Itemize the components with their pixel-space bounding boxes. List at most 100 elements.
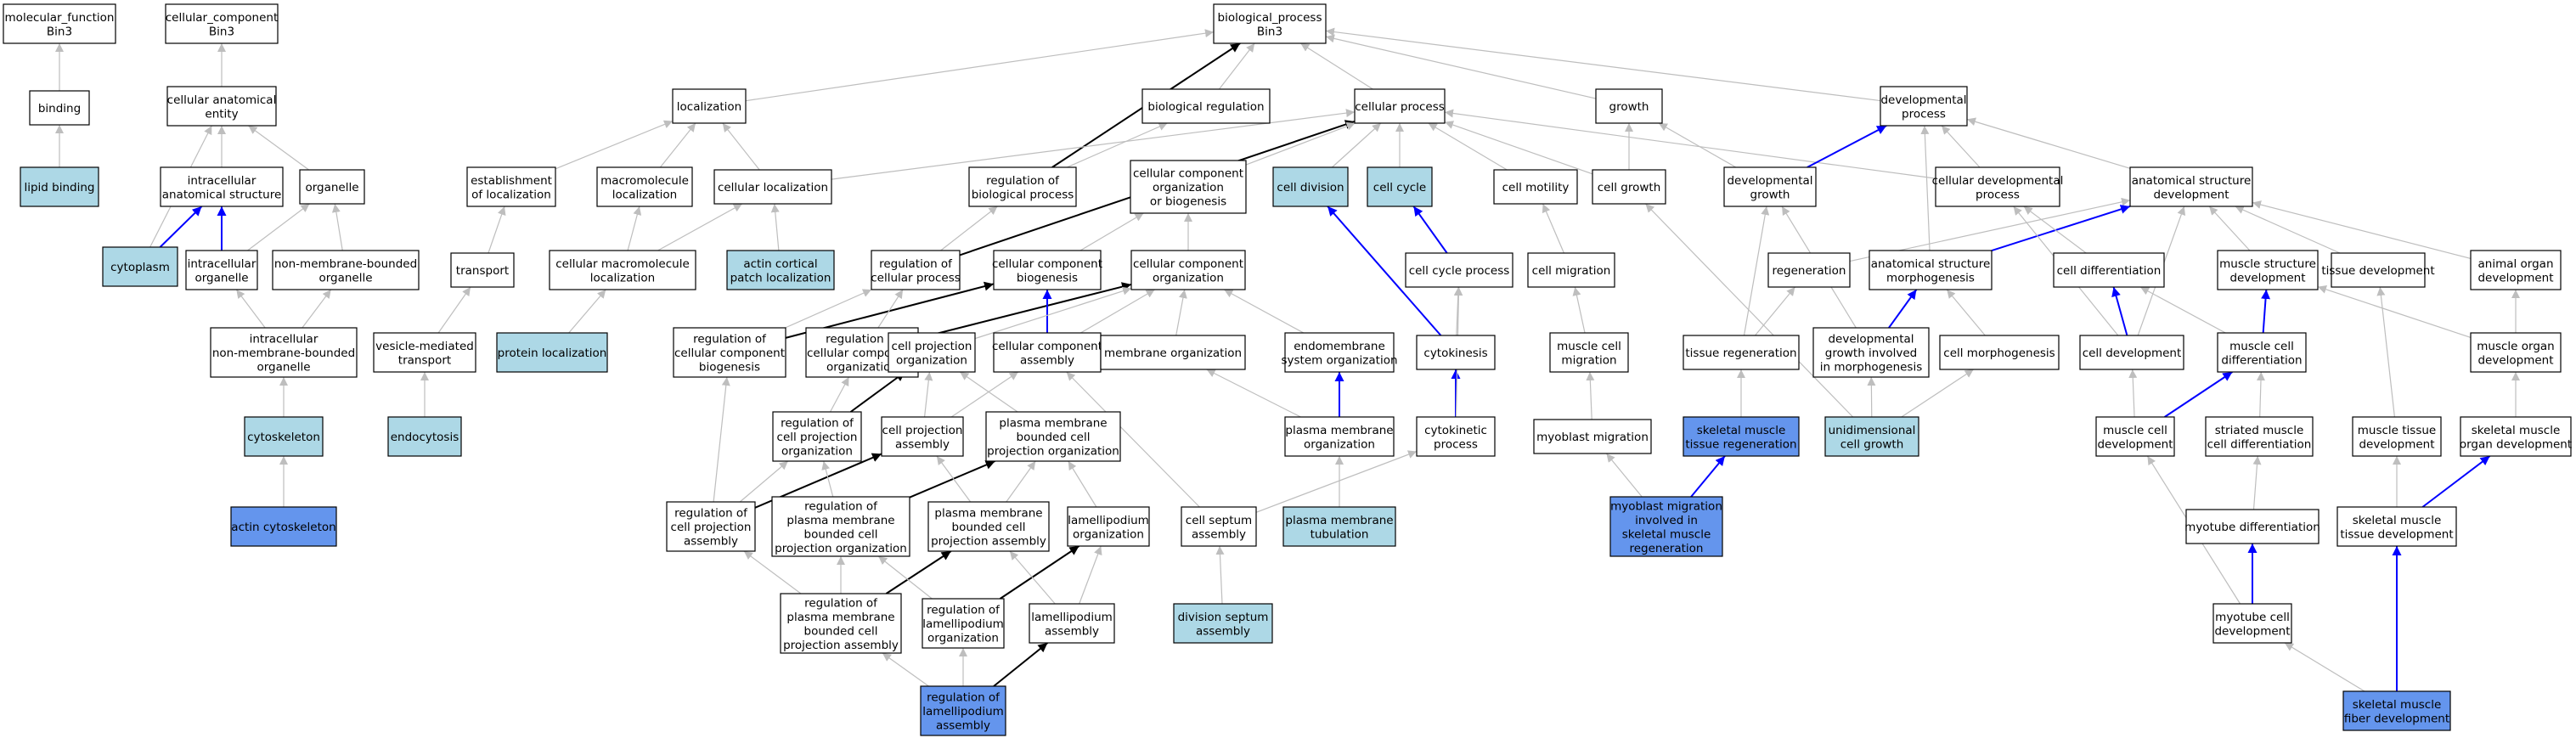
node-organelle[interactable]: organelle [299,169,365,205]
node-cell_loc[interactable]: cellular localization [713,169,832,205]
node-transport[interactable]: transport [450,252,515,288]
node-label-line: muscle cell [1557,340,1621,353]
node-bio_reg[interactable]: biological regulation [1141,88,1271,124]
node-cell_cycle[interactable]: cell cycle [1367,166,1433,207]
node-lipid_binding[interactable]: lipid binding [20,166,99,207]
node-cell_mig[interactable]: cell migration [1527,252,1615,288]
node-inmbo[interactable]: intracellularnon-membrane-boundedorganel… [210,327,358,378]
node-cell_morph[interactable]: cell morphogenesis [1939,335,2060,370]
node-mem_org[interactable]: membrane organization [1100,335,1246,370]
node-box [1284,332,1395,373]
node-ccp[interactable]: cell cycle process [1405,252,1513,288]
node-myotube_diff[interactable]: myotube differentiation [2184,509,2320,544]
node-label-line: lipid binding [24,181,94,194]
node-cell_diff[interactable]: cell differentiation [2053,252,2165,288]
node-label-line: biological regulation [1147,100,1264,114]
node-tissue_regen[interactable]: tissue regeneration [1683,335,1800,370]
node-actin_cytoskeleton[interactable]: actin cytoskeleton [230,506,337,547]
node-cytoplasm[interactable]: cytoplasm [102,246,178,287]
node-cell_mot[interactable]: cell motility [1493,169,1578,205]
node-myo_mig[interactable]: myoblast migration [1533,419,1652,454]
node-cytokinesis[interactable]: cytokinesis [1416,335,1496,370]
node-box [210,327,358,378]
node-label-line: membrane organization [1104,346,1242,360]
node-growth[interactable]: growth [1595,88,1663,124]
node-endocytosis[interactable]: endocytosis [387,416,462,457]
node-localization[interactable]: localization [672,88,747,124]
node-binding[interactable]: binding [29,90,90,126]
node-label-line: regulation of [927,604,1001,617]
node-label-line: unidimensional [1829,424,1916,437]
node-cell_dev[interactable]: cell development [2079,335,2184,370]
node-tissue_dev[interactable]: tissue development [2321,252,2435,288]
node-cell_div[interactable]: cell division [1272,166,1349,207]
node-label-line: plasma membrane [1285,514,1393,527]
node-regeneration[interactable]: regeneration [1767,252,1851,288]
node-cell_proc[interactable]: cellular process [1354,88,1446,124]
edge-mcd-to-mc_diff [2164,371,2233,418]
node-cytoskeleton[interactable]: cytoskeleton [244,416,324,457]
node-box [272,250,420,290]
node-protein_loc[interactable]: protein localization [496,332,608,373]
node-cell_growth[interactable]: cell growth [1592,169,1666,205]
